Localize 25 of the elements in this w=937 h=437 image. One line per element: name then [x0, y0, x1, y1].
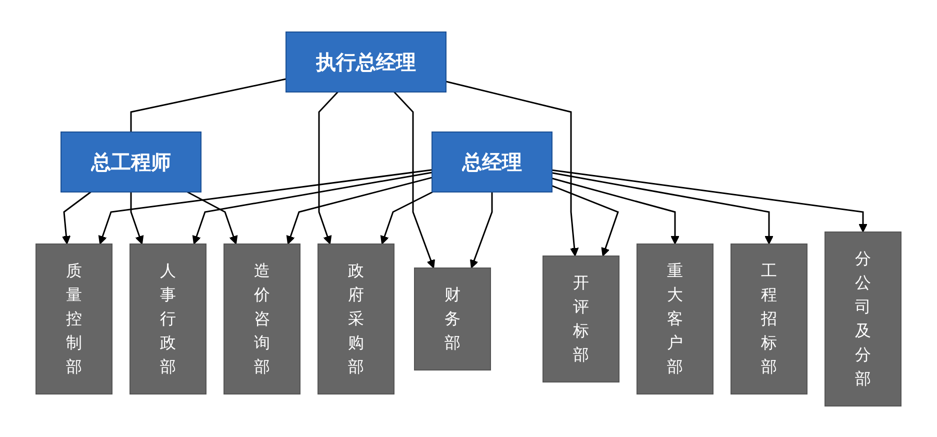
- arrow: [192, 171, 432, 244]
- arrow: [552, 168, 868, 232]
- node-box: 工程招标部: [730, 243, 808, 394]
- arrow: [318, 90, 338, 244]
- arrow: [62, 190, 92, 244]
- connector: [130, 78, 286, 132]
- node-box: 重大客户部: [636, 243, 714, 394]
- arrow: [552, 172, 774, 244]
- arrow: [187, 190, 238, 244]
- arrow: [286, 176, 432, 244]
- arrow: [380, 190, 433, 244]
- node-box: 开评标部: [542, 255, 620, 382]
- node-box: 人事行政部: [130, 243, 206, 394]
- arrow: [470, 192, 493, 268]
- node-box: 分公司及分部: [824, 231, 902, 406]
- node-box: 政府采购部: [318, 243, 394, 394]
- node-box: 质量控制部: [36, 243, 112, 394]
- arrow: [98, 168, 432, 244]
- arrow: [552, 184, 619, 256]
- arrow: [552, 177, 680, 244]
- node-box: 造价咨询部: [224, 243, 300, 394]
- arrow: [446, 80, 579, 256]
- arrow: [394, 90, 436, 268]
- arrow: [130, 192, 144, 244]
- node-box: 财务部: [414, 267, 491, 370]
